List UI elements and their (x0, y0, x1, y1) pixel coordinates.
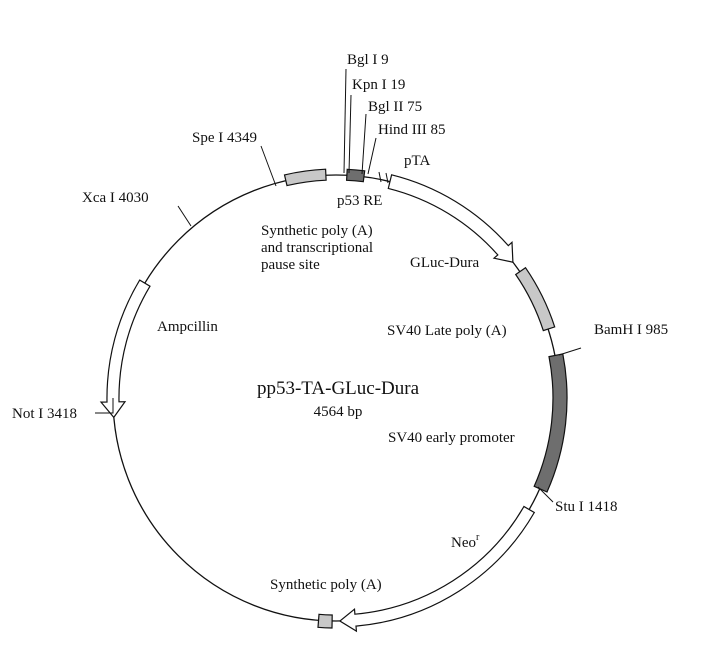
synthetic-polya-pause-site-block (283, 168, 327, 187)
site-stu1-label: Stu I 1418 (555, 499, 618, 515)
neo-resistance-arrow (338, 505, 536, 633)
neo-superscript: r (476, 532, 480, 543)
feature-gluc-label: GLuc-Dura (410, 255, 479, 271)
site-hind3-label: Hind III 85 (378, 122, 446, 138)
pta-tick-1 (378, 171, 382, 183)
neo-text: Neo (451, 535, 476, 551)
feature-synthetic-pause-line-2: and transcriptional (261, 240, 373, 256)
gluc-dura-arrow (387, 174, 514, 263)
site-bamh1-label: BamH I 985 (594, 322, 668, 338)
feature-synthetic-polya-label: Synthetic poly (A) (270, 577, 382, 593)
pta-tick-2 (385, 172, 389, 184)
feature-synthetic-pause-line-1: Synthetic poly (A) (261, 223, 373, 239)
feature-ampicillin-label: Ampcillin (157, 319, 218, 335)
site-not1-label: Not I 3418 (12, 406, 77, 422)
feature-synthetic-pause-line-3: pause site (261, 257, 320, 273)
feature-sv40-late-label: SV40 Late poly (A) (387, 323, 507, 339)
site-kpn1-label: Kpn I 19 (352, 77, 405, 93)
sv40-early-promoter-block (533, 353, 568, 493)
site-xca1-label: Xca I 4030 (82, 190, 149, 206)
site-bgl1-label: Bgl I 9 (347, 52, 389, 68)
bgl1-leader (343, 68, 347, 174)
feature-p53re-label: p53 RE (337, 193, 382, 209)
hind3-leader (367, 137, 377, 175)
bamh1-leader (558, 347, 582, 356)
not1-leader (95, 398, 114, 414)
plasmid-size: 4564 bp (314, 404, 363, 420)
plasmid-name: pp53-TA-GLuc-Dura (257, 378, 420, 399)
site-spe1-label: Spe I 4349 (192, 130, 257, 146)
spe1-leader (260, 145, 277, 187)
site-bgl2-label: Bgl II 75 (368, 99, 422, 115)
feature-neo-label: Neor (451, 532, 480, 551)
ampicillin-arrow (99, 279, 151, 419)
feature-sv40-early-label: SV40 early promoter (388, 430, 515, 446)
feature-pta-label: pTA (404, 153, 430, 169)
synthetic-polya-block (317, 613, 333, 629)
kpn1-leader (348, 94, 352, 174)
sv40-late-polya-block (514, 266, 556, 332)
p53-re-block (345, 168, 366, 183)
xca1-leader (177, 205, 192, 227)
stu1-leader (537, 486, 554, 503)
bgl2-leader (361, 113, 367, 175)
